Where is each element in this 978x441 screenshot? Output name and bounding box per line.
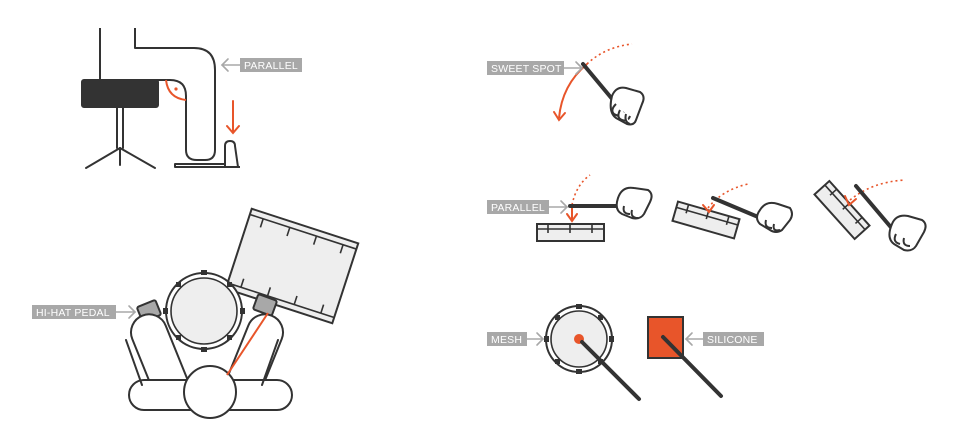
stick-icon (661, 335, 723, 398)
arrow-left-icon (684, 332, 704, 346)
flat-drum-icon (536, 223, 605, 242)
kit-overhead-panel: HI-HAT PEDAL (32, 207, 360, 419)
seated-posture-panel: PARALLEL (81, 28, 302, 169)
tom-drum-icon (224, 207, 360, 325)
parallel-mid-callout: PARALLEL (487, 200, 569, 214)
sweet-spot-panel: SWEET SPOT (487, 43, 645, 126)
silicone-label: SILICONE (707, 334, 758, 346)
bass-pedal-icon (252, 293, 278, 317)
left-arm (125, 339, 143, 386)
arrow-right-icon (548, 200, 569, 214)
stick-icon (580, 340, 641, 401)
hand-icon (615, 186, 653, 220)
drummer-head (183, 365, 237, 419)
hihat-pedal-callout: HI-HAT PEDAL (32, 305, 137, 319)
parallel-top-label: PARALLEL (244, 60, 298, 72)
sweet-spot-callout: SWEET SPOT (487, 61, 584, 75)
steep-drum-icon (813, 179, 871, 241)
silicone-pad-icon (647, 316, 723, 398)
hand-icon (609, 86, 645, 126)
swing-arc-dotted (586, 43, 633, 65)
mesh-callout: MESH (487, 332, 545, 346)
right-arm (261, 339, 279, 386)
pad-types-panel: MESH SILICONE (487, 304, 764, 401)
hihat-pedal-label: HI-HAT PEDAL (36, 307, 110, 319)
arrow-right-icon (526, 332, 545, 346)
mesh-drum-icon (544, 304, 641, 401)
hand-icon (756, 201, 793, 233)
leg-outline (99, 28, 216, 161)
silicone-callout: SILICONE (684, 332, 764, 346)
snare-drum-icon (163, 270, 245, 352)
alignment-line (226, 312, 269, 376)
throne-seat (81, 79, 159, 108)
hand-icon (888, 214, 927, 252)
parallel-top-callout: PARALLEL (220, 58, 302, 72)
down-arrow-icon (226, 100, 240, 135)
arrow-left-icon (220, 58, 241, 72)
parallel-mid-label: PARALLEL (491, 202, 545, 214)
throne-icon (85, 106, 156, 169)
mesh-label: MESH (491, 334, 522, 346)
angle-arc (165, 79, 187, 101)
stick-angle-panel: PARALLEL (487, 174, 927, 252)
pedal-icon (174, 140, 240, 168)
arrow-right-icon (563, 61, 584, 75)
sweet-spot-label: SWEET SPOT (491, 63, 562, 75)
arrow-right-icon (115, 305, 137, 319)
